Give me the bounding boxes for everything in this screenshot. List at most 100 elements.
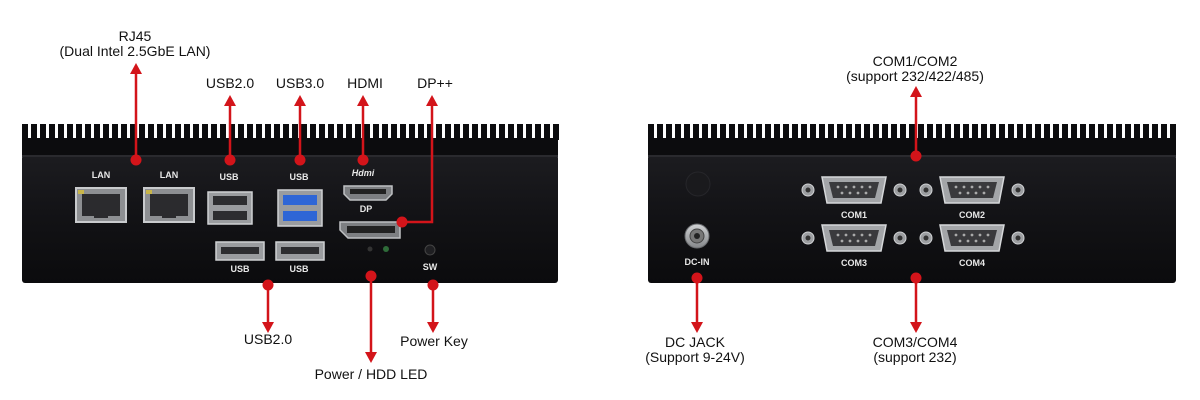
hdd-led [367,246,373,252]
sw-label: SW [423,262,438,272]
heatsink-fin [58,124,64,140]
com2-label: COM2 [959,210,985,220]
hdmi-title: HDMI [347,75,383,91]
heatsink-fin [382,124,388,140]
heatsink-fin [945,124,951,140]
heatsink-fin [247,124,253,140]
heatsink-fin [130,124,136,140]
usb-top-2-label: USB [289,172,309,182]
com4-label: COM4 [959,258,985,268]
heatsink-fin [202,124,208,140]
heatsink-fin [490,124,496,140]
com3-port [801,224,907,252]
heatsink-fin [702,124,708,140]
heatsink-fin [409,124,415,140]
heatsink-fin [720,124,726,140]
heatsink-fin [981,124,987,140]
front-heatsink-fins [22,124,559,156]
heatsink-fin [157,124,163,140]
heatsink-fin [747,124,753,140]
hdmi-port-label: Hdmi [352,168,375,178]
rear-panel: DC-IN COM1 COM2 COM3 COM4 [648,124,1176,283]
heatsink-fin [864,124,870,140]
hdmi-port [343,185,393,201]
heatsink-fin [855,124,861,140]
dc-jack-callout: DC JACK (Support 9-24V) [630,335,760,365]
rj45-title: RJ45 [118,28,152,44]
power-switch [424,244,436,256]
heatsink-fin [1053,124,1059,140]
heatsink-fin [1062,124,1068,140]
com12-callout: COM1/COM2 (support 232/422/485) [820,54,1010,84]
heatsink-fin [175,124,181,140]
heatsink-fin [472,124,478,140]
com1-label: COM1 [841,210,867,220]
heatsink-fin [508,124,514,140]
heatsink-fin [445,124,451,140]
heatsink-fin [139,124,145,140]
heatsink-fin [1125,124,1131,140]
heatsink-fin [193,124,199,140]
heatsink-fin [1152,124,1158,140]
heatsink-fin [166,124,172,140]
heatsink-fin [990,124,996,140]
heatsink-fin [1080,124,1086,140]
dp-port [339,221,401,239]
heatsink-fin [846,124,852,140]
heatsink-fin [427,124,433,140]
heatsink-fin [121,124,127,140]
arrow-usb30 [294,95,306,166]
heatsink-fin [756,124,762,140]
heatsink-fin [229,124,235,140]
heatsink-fin [828,124,834,140]
com34-detail: (support 232) [873,349,957,365]
heatsink-fin [1026,124,1032,140]
heatsink-fin [792,124,798,140]
heatsink-fin [364,124,370,140]
heatsink-fin [346,124,352,140]
heatsink-fin [711,124,717,140]
heatsink-fin [1161,124,1167,140]
heatsink-fin [819,124,825,140]
power-key-callout: Power Key [384,334,484,349]
lan-port-2-label: LAN [160,170,179,180]
usb-bottom-1-label: USB [230,264,250,274]
rj45-detail: (Dual Intel 2.5GbE LAN) [59,43,211,59]
heatsink-fin [927,124,933,140]
heatsink-fin [1134,124,1140,140]
heatsink-fin [909,124,915,140]
dc-in-label: DC-IN [685,257,710,267]
heatsink-fin [301,124,307,140]
rear-chassis [648,155,1176,283]
front-panel: LAN LAN USB USB Hdmi [22,124,559,283]
heatsink-fin [418,124,424,140]
power-led-title: Power / HDD LED [314,366,428,382]
rear-heatsink-fins [648,124,1176,156]
heatsink-fin [1143,124,1149,140]
lan-port-1 [75,187,127,223]
com2-port [919,176,1025,204]
heatsink-fin [544,124,550,140]
heatsink-fin [801,124,807,140]
rear-antenna-hole [685,171,711,197]
hdmi-callout: HDMI [330,76,400,91]
heatsink-fin [85,124,91,140]
heatsink-fin [1089,124,1095,140]
usb20-bottom-title: USB2.0 [243,331,293,347]
power-led [383,246,389,252]
heatsink-fin [918,124,924,140]
heatsink-fin [693,124,699,140]
heatsink-fin [184,124,190,140]
usb2-port-bottom-1 [215,241,265,261]
dc-in-jack [684,223,710,249]
heatsink-fin [1116,124,1122,140]
heatsink-fin [103,124,109,140]
heatsink-fin [837,124,843,140]
usb-top-1-label: USB [219,172,239,182]
lan-port-1-label: LAN [92,170,111,180]
com34-callout: COM3/COM4 (support 232) [850,335,980,365]
heatsink-fin [211,124,217,140]
usb2-port-top [207,191,253,225]
heatsink-fin [1071,124,1077,140]
heatsink-fin [648,124,654,140]
